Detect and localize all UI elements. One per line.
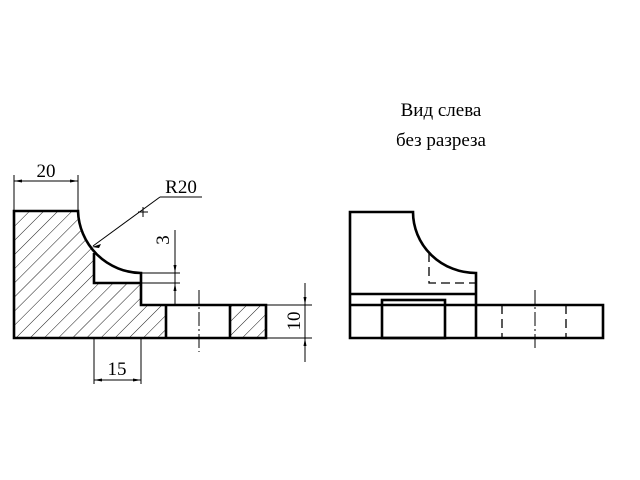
dimension-10: 10 xyxy=(266,283,312,362)
section-outline xyxy=(12,209,268,340)
left-view-outline xyxy=(348,210,605,340)
hatch-area-base-left xyxy=(141,305,166,338)
step-lines xyxy=(92,253,141,285)
dimension-20: 20 xyxy=(13,161,79,211)
view-title-line2: без разреза xyxy=(396,130,486,151)
hatch-area-step xyxy=(94,283,141,338)
dimension-10-label: 10 xyxy=(284,312,305,331)
dimension-15: 15 xyxy=(93,338,142,384)
section-view xyxy=(12,209,268,352)
dimension-20-label: 20 xyxy=(37,161,56,182)
left-view-slot xyxy=(380,298,447,340)
left-view-hidden-step xyxy=(428,253,476,284)
dimension-3-label: 3 xyxy=(153,235,174,245)
hatch-area-base-right xyxy=(230,305,266,338)
hatch-area-main xyxy=(14,211,94,338)
dimension-3: 3 xyxy=(141,230,180,305)
view-title-line1: Вид слева xyxy=(401,100,482,121)
dimension-15-label: 15 xyxy=(108,359,127,380)
left-view xyxy=(348,210,605,350)
radius-label: R20 xyxy=(165,177,197,198)
dimension-radius: R20 xyxy=(92,177,202,248)
